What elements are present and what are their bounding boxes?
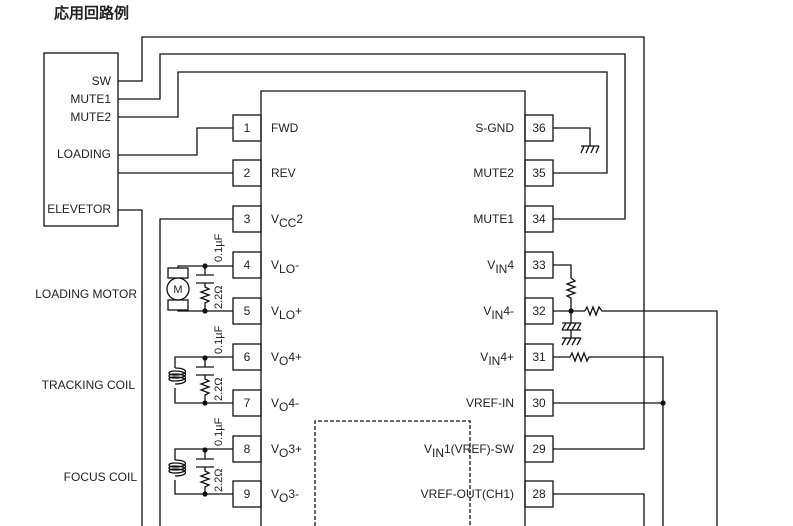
focus-coil xyxy=(168,448,233,495)
label-loading-motor: LOADING MOTOR xyxy=(35,287,137,301)
pin-1: 1 FWD xyxy=(232,114,299,142)
pin-32: 32 VIN4- xyxy=(483,297,554,325)
pin-name-7: VO4- xyxy=(271,396,299,414)
rc-snubber: 0.1µF 2.2Ω xyxy=(196,325,225,406)
pin-number: 31 xyxy=(532,350,546,364)
pin-8: 8 VO3+ xyxy=(232,435,302,463)
pin-number: 2 xyxy=(244,166,251,180)
pin-3: 3 VCC2 xyxy=(232,205,303,233)
pin-4: 4 VLO- xyxy=(232,251,299,279)
vin4-feedback-network xyxy=(553,264,718,526)
pin-5: 5 VLO+ xyxy=(232,297,302,325)
pin-number: 35 xyxy=(532,166,546,180)
wire-mute2 xyxy=(118,71,608,174)
pin-name-33: VIN4 xyxy=(487,258,514,276)
junction-dot xyxy=(660,400,666,406)
pin-36: 36 S-GND xyxy=(475,114,554,142)
label-tracking-coil: TRACKING COIL xyxy=(42,378,136,392)
pin-2: 2 REV xyxy=(232,159,296,187)
pin-name-9: VO3- xyxy=(271,487,299,505)
controller-block xyxy=(43,52,119,227)
wire-sw xyxy=(118,36,645,450)
pin-number: 6 xyxy=(244,350,251,364)
capacitor-value: 0.1µF xyxy=(213,325,225,354)
pin-33: 33 VIN4 xyxy=(487,251,554,279)
controller-signal-loading: LOADING xyxy=(57,147,111,161)
pin-name-3: VCC2 xyxy=(271,212,303,230)
pin-number: 4 xyxy=(244,258,251,272)
pin-35: 35 MUTE2 xyxy=(473,159,554,187)
capacitor-value: 0.1µF xyxy=(213,233,225,262)
pin-6: 6 VO4+ xyxy=(232,343,302,371)
controller-signal-elevetor: ELEVETOR xyxy=(47,202,111,216)
pin-number: 7 xyxy=(244,396,251,410)
pin-number: 3 xyxy=(244,212,251,226)
pin-name-31: VIN4+ xyxy=(480,350,514,368)
resistor xyxy=(199,283,211,311)
wire-elevetor xyxy=(118,209,143,526)
pin-30: 30 VREF-IN xyxy=(466,389,554,417)
pin-name-5: VLO+ xyxy=(271,304,302,322)
pin-number: 36 xyxy=(532,121,546,135)
pin-number: 1 xyxy=(244,121,251,135)
label-focus-coil: FOCUS COIL xyxy=(64,470,138,484)
pin-number: 8 xyxy=(244,442,251,456)
tracking-coil xyxy=(168,356,233,404)
controller-signal-sw: SW xyxy=(92,74,112,88)
resistor xyxy=(199,467,211,494)
wire-mute1 xyxy=(118,53,626,220)
pin-9: 9 VO3- xyxy=(232,480,299,508)
pin-34: 34 MUTE1 xyxy=(473,205,554,233)
rc-snubber: 0.1µF 2.2Ω xyxy=(196,233,225,314)
pin-name-30: VREF-IN xyxy=(466,396,514,410)
pin-name-36: S-GND xyxy=(475,121,514,135)
pin-number: 5 xyxy=(244,304,251,318)
pin-name-4: VLO- xyxy=(271,258,299,276)
pin-name-32: VIN4- xyxy=(483,304,514,322)
pin-number: 34 xyxy=(532,212,546,226)
resistor xyxy=(199,375,211,403)
resistor-value: 2.2Ω xyxy=(213,285,225,309)
loading-motor: M xyxy=(166,265,233,312)
pin-number: 30 xyxy=(532,396,546,410)
pin-31: 31 VIN4+ xyxy=(480,343,554,371)
resistor-value: 2.2Ω xyxy=(213,377,225,401)
controller-signal-mute2: MUTE2 xyxy=(70,110,111,124)
pin-number: 29 xyxy=(532,442,546,456)
pin-name-6: VO4+ xyxy=(271,350,302,368)
pin-name-28: VREF-OUT(CH1) xyxy=(421,487,514,501)
pin-number: 28 xyxy=(532,487,546,501)
pin-name-29: VIN1(VREF)-SW xyxy=(424,442,515,460)
pin-29: 29 VIN1(VREF)-SW xyxy=(424,435,554,463)
pin-name-35: MUTE2 xyxy=(473,166,514,180)
pin-28: 28 VREF-OUT(CH1) xyxy=(421,480,554,508)
rc-snubber: 0.1µF 2.2Ω xyxy=(196,417,225,497)
pin-number: 32 xyxy=(532,304,546,318)
pin-name-1: FWD xyxy=(271,121,299,135)
diagram-title: 応用回路例 xyxy=(54,4,130,22)
pin-name-8: VO3+ xyxy=(271,442,302,460)
pin-number: 9 xyxy=(244,487,251,501)
controller-signal-mute1: MUTE1 xyxy=(70,92,111,106)
wire-vcc2 xyxy=(159,218,233,526)
wire-loading xyxy=(118,127,233,156)
ic-internal-block xyxy=(314,420,471,526)
capacitor-value: 0.1µF xyxy=(213,417,225,446)
resistor-value: 2.2Ω xyxy=(213,468,225,492)
pin-name-34: MUTE1 xyxy=(473,212,514,226)
pin-7: 7 VO4- xyxy=(232,389,299,417)
pin-number: 33 xyxy=(532,258,546,272)
pin-name-2: REV xyxy=(271,166,296,180)
pin36-ground xyxy=(553,127,600,154)
motor-symbol: M xyxy=(173,284,182,296)
